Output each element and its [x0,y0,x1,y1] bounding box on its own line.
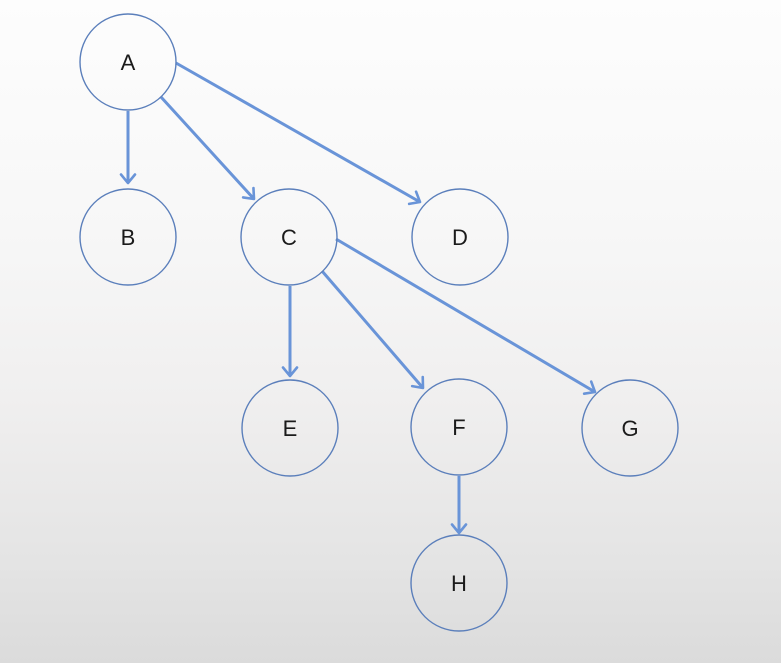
node-E: E [241,379,339,477]
node-H-circle [410,534,508,632]
node-E-circle [241,379,339,477]
node-C-circle [240,188,338,286]
node-H-label: H [451,571,467,596]
node-B-circle [79,188,177,286]
node-G-label: G [621,416,638,441]
node-G: G [581,379,679,477]
node-H: H [410,534,508,632]
node-D-circle [411,188,509,286]
node-F: F [410,378,508,476]
edge-A-D [175,61,422,206]
node-C: C [240,188,338,286]
edge-C-F [320,270,425,390]
node-F-circle [410,378,508,476]
node-B-label: B [121,225,136,250]
node-D: D [411,188,509,286]
edge-C-G [335,237,597,396]
node-B: B [79,188,177,286]
nodes-layer: A B C D E F G H [79,13,679,632]
node-A-label: A [121,50,136,75]
node-D-label: D [452,225,468,250]
edge-A-C [159,95,256,201]
node-G-circle [581,379,679,477]
node-F-label: F [452,415,465,440]
node-A-circle [79,13,177,111]
node-A: A [79,13,177,111]
node-C-label: C [281,225,297,250]
edges-layer [119,61,597,535]
node-E-label: E [283,416,298,441]
